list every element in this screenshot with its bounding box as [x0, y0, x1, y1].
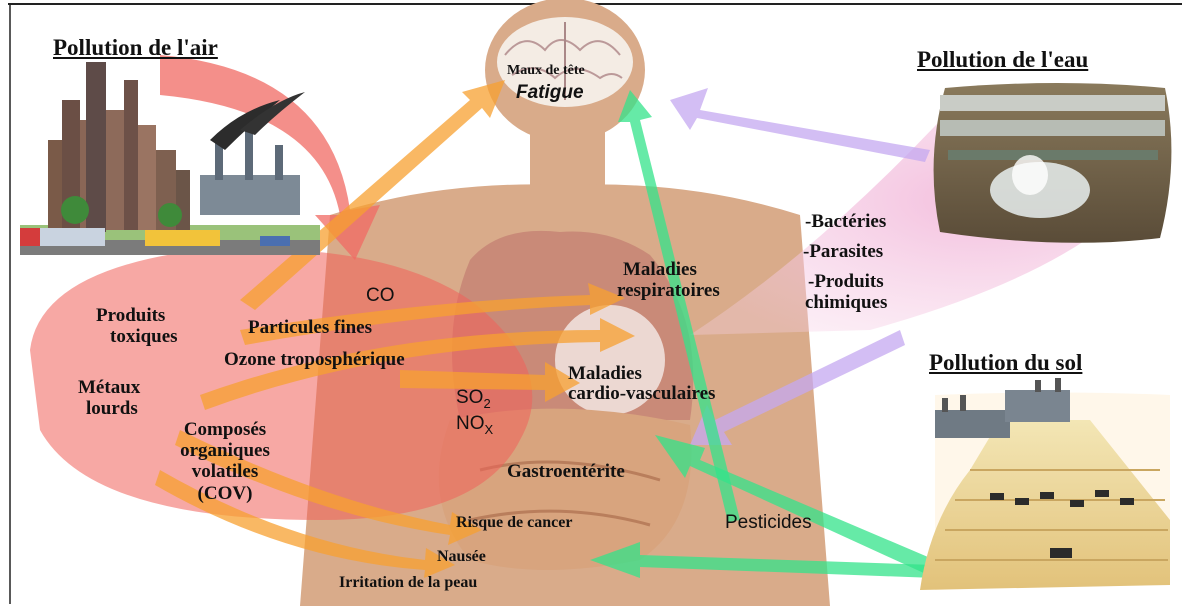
water-chemicals-line1: -Produits: [808, 272, 884, 292]
effect-nausea: Nausée: [437, 549, 486, 566]
effect-headache: Maux de tête: [507, 64, 585, 79]
pollutant-fine-particles: Particules fines: [248, 318, 372, 338]
pollutant-voc-line3: volatiles: [150, 462, 300, 482]
effect-respiratory-line2: respiratoires: [617, 281, 720, 301]
pollutant-heavy-metals-line1: Métaux: [78, 378, 140, 398]
water-parasites: -Parasites: [803, 242, 883, 262]
pollutant-toxic-products-line1: Produits: [96, 306, 165, 326]
effect-respiratory-line1: Maladies: [623, 260, 697, 280]
water-bacteria: -Bactéries: [805, 212, 886, 232]
water-pipe-photo: [934, 83, 1172, 243]
effect-gastroenteritis: Gastroentérite: [507, 462, 625, 482]
pollutant-heavy-metals-line2: lourds: [86, 399, 138, 419]
water-chemicals-line2: chimiques: [805, 293, 887, 313]
effect-fatigue: Fatigue: [516, 83, 584, 103]
pollutant-co: CO: [366, 286, 395, 306]
effect-cardio-line2: cardio-vasculaires: [568, 384, 715, 404]
effect-cardio-line1: Maladies: [568, 364, 642, 384]
soil-pollution-title: Pollution du sol: [929, 351, 1082, 375]
pollutant-ozone: Ozone troposphérique: [224, 350, 405, 370]
air-pollution-title: Pollution de l'air: [53, 36, 218, 60]
water-pollution-title: Pollution de l'eau: [917, 48, 1088, 72]
pollutant-voc-line2: organiques: [150, 441, 300, 461]
soil-pesticides: Pesticides: [725, 513, 812, 533]
effect-skin-irritation: Irritation de la peau: [339, 575, 477, 592]
soil-farm-illustration: [920, 378, 1170, 590]
pollutant-so2: SO2: [456, 388, 491, 411]
pollutant-toxic-products-line2: toxiques: [110, 327, 178, 347]
pollutant-nox: NOX: [456, 414, 493, 437]
effect-cancer-risk: Risque de cancer: [456, 515, 572, 532]
pollutant-voc-line1: Composés: [150, 420, 300, 440]
pollutant-voc-line4: (COV): [150, 484, 300, 504]
